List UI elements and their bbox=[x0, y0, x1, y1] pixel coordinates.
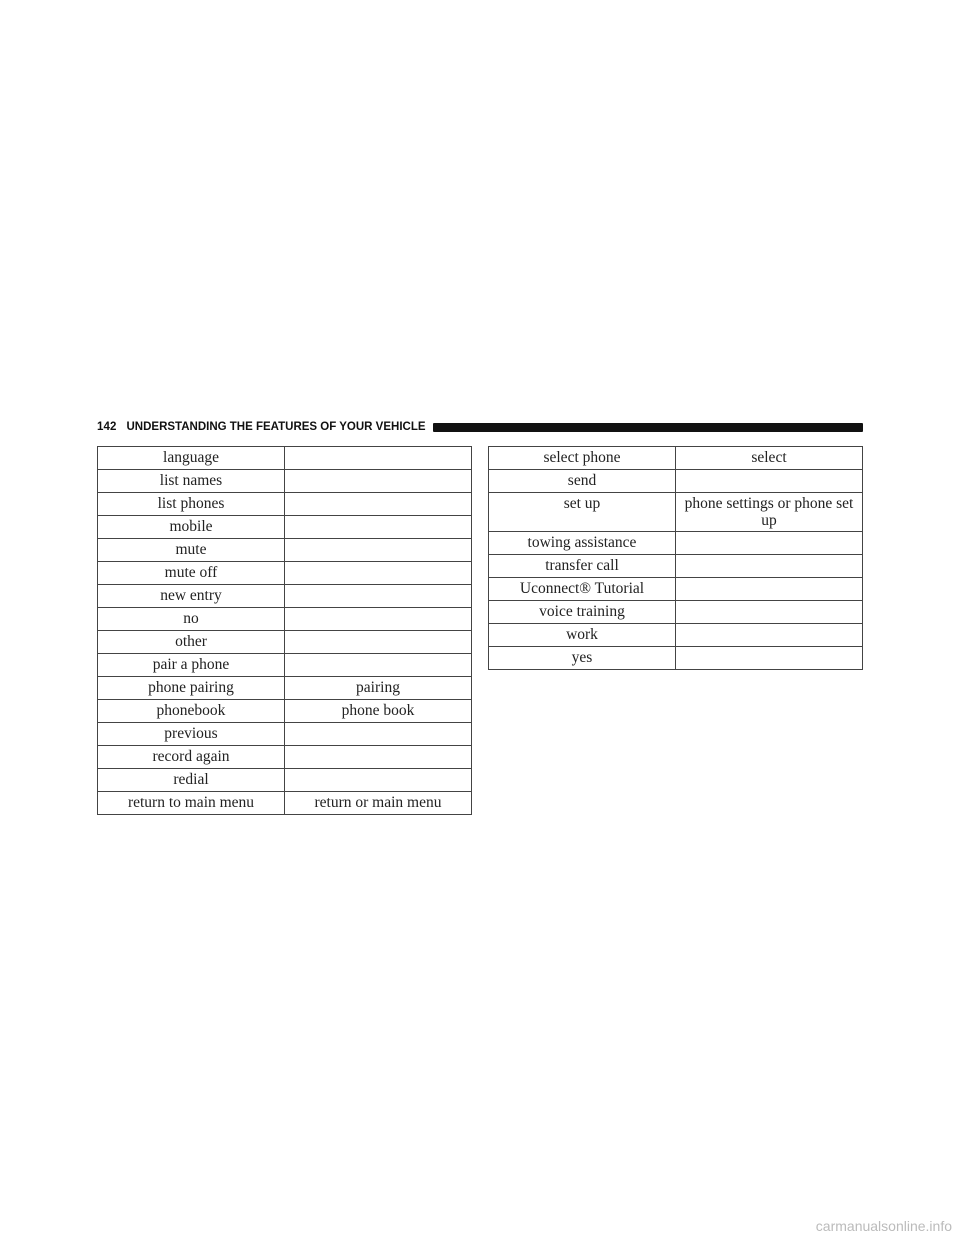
table-row: transfer call bbox=[488, 554, 863, 578]
table-row: Uconnect® Tutorial bbox=[488, 577, 863, 601]
alternate-command-cell bbox=[675, 623, 863, 647]
command-cell: list names bbox=[97, 469, 285, 493]
table-row: list phones bbox=[97, 492, 472, 516]
command-cell: work bbox=[488, 623, 676, 647]
command-cell: set up bbox=[488, 492, 676, 532]
table-row: send bbox=[488, 469, 863, 493]
command-cell: yes bbox=[488, 646, 676, 670]
alternate-command-cell bbox=[675, 646, 863, 670]
command-cell: phone pairing bbox=[97, 676, 285, 700]
alternate-command-cell: select bbox=[675, 446, 863, 470]
table-row: no bbox=[97, 607, 472, 631]
alternate-command-cell bbox=[284, 722, 472, 746]
alternate-command-cell bbox=[675, 531, 863, 555]
alternate-command-cell bbox=[284, 515, 472, 539]
alternate-command-cell: return or main menu bbox=[284, 791, 472, 815]
command-cell: select phone bbox=[488, 446, 676, 470]
command-cell: phonebook bbox=[97, 699, 285, 723]
alternate-command-cell bbox=[284, 584, 472, 608]
table-row: voice training bbox=[488, 600, 863, 624]
command-cell: send bbox=[488, 469, 676, 493]
alternate-command-cell bbox=[284, 768, 472, 792]
table-row: list names bbox=[97, 469, 472, 493]
command-cell: Uconnect® Tutorial bbox=[488, 577, 676, 601]
alternate-command-cell bbox=[675, 600, 863, 624]
command-cell: mobile bbox=[97, 515, 285, 539]
command-cell: mute bbox=[97, 538, 285, 562]
alternate-command-cell bbox=[284, 492, 472, 516]
alternate-command-cell bbox=[284, 538, 472, 562]
command-cell: return to main menu bbox=[97, 791, 285, 815]
command-cell: towing assistance bbox=[488, 531, 676, 555]
command-cell: language bbox=[97, 446, 285, 470]
table-row: previous bbox=[97, 722, 472, 746]
command-cell: list phones bbox=[97, 492, 285, 516]
alternate-command-cell bbox=[284, 469, 472, 493]
alternate-command-cell bbox=[284, 446, 472, 470]
table-row: mute bbox=[97, 538, 472, 562]
alternate-command-cell bbox=[675, 577, 863, 601]
command-cell: previous bbox=[97, 722, 285, 746]
table-row: language bbox=[97, 446, 472, 470]
table-row: pair a phone bbox=[97, 653, 472, 677]
table-row: new entry bbox=[97, 584, 472, 608]
table-row: work bbox=[488, 623, 863, 647]
alternate-command-cell bbox=[675, 469, 863, 493]
table-row: redial bbox=[97, 768, 472, 792]
table-row: other bbox=[97, 630, 472, 654]
table-row: mobile bbox=[97, 515, 472, 539]
alternate-command-cell bbox=[284, 607, 472, 631]
section-title: UNDERSTANDING THE FEATURES OF YOUR VEHIC… bbox=[126, 421, 426, 433]
alternate-command-cell: phone settings or phone set up bbox=[675, 492, 863, 532]
table-row: mute off bbox=[97, 561, 472, 585]
alternate-command-cell bbox=[284, 561, 472, 585]
command-cell: other bbox=[97, 630, 285, 654]
command-cell: transfer call bbox=[488, 554, 676, 578]
command-cell: voice training bbox=[488, 600, 676, 624]
command-cell: mute off bbox=[97, 561, 285, 585]
alternate-command-cell: pairing bbox=[284, 676, 472, 700]
table-row: yes bbox=[488, 646, 863, 670]
alternate-command-cell bbox=[284, 653, 472, 677]
alternate-command-cell bbox=[675, 554, 863, 578]
page-number: 142 bbox=[97, 421, 117, 433]
watermark: carmanualsonline.info bbox=[815, 1218, 952, 1234]
header-rule bbox=[432, 422, 863, 432]
command-cell: new entry bbox=[97, 584, 285, 608]
alternate-command-cell bbox=[284, 745, 472, 769]
command-cell: pair a phone bbox=[97, 653, 285, 677]
table-row: record again bbox=[97, 745, 472, 769]
page-header: 142 UNDERSTANDING THE FEATURES OF YOUR V… bbox=[97, 418, 863, 436]
command-cell: no bbox=[97, 607, 285, 631]
table-row: towing assistance bbox=[488, 531, 863, 555]
alternate-command-cell bbox=[284, 630, 472, 654]
command-cell: redial bbox=[97, 768, 285, 792]
alternate-command-cell: phone book bbox=[284, 699, 472, 723]
command-cell: record again bbox=[97, 745, 285, 769]
